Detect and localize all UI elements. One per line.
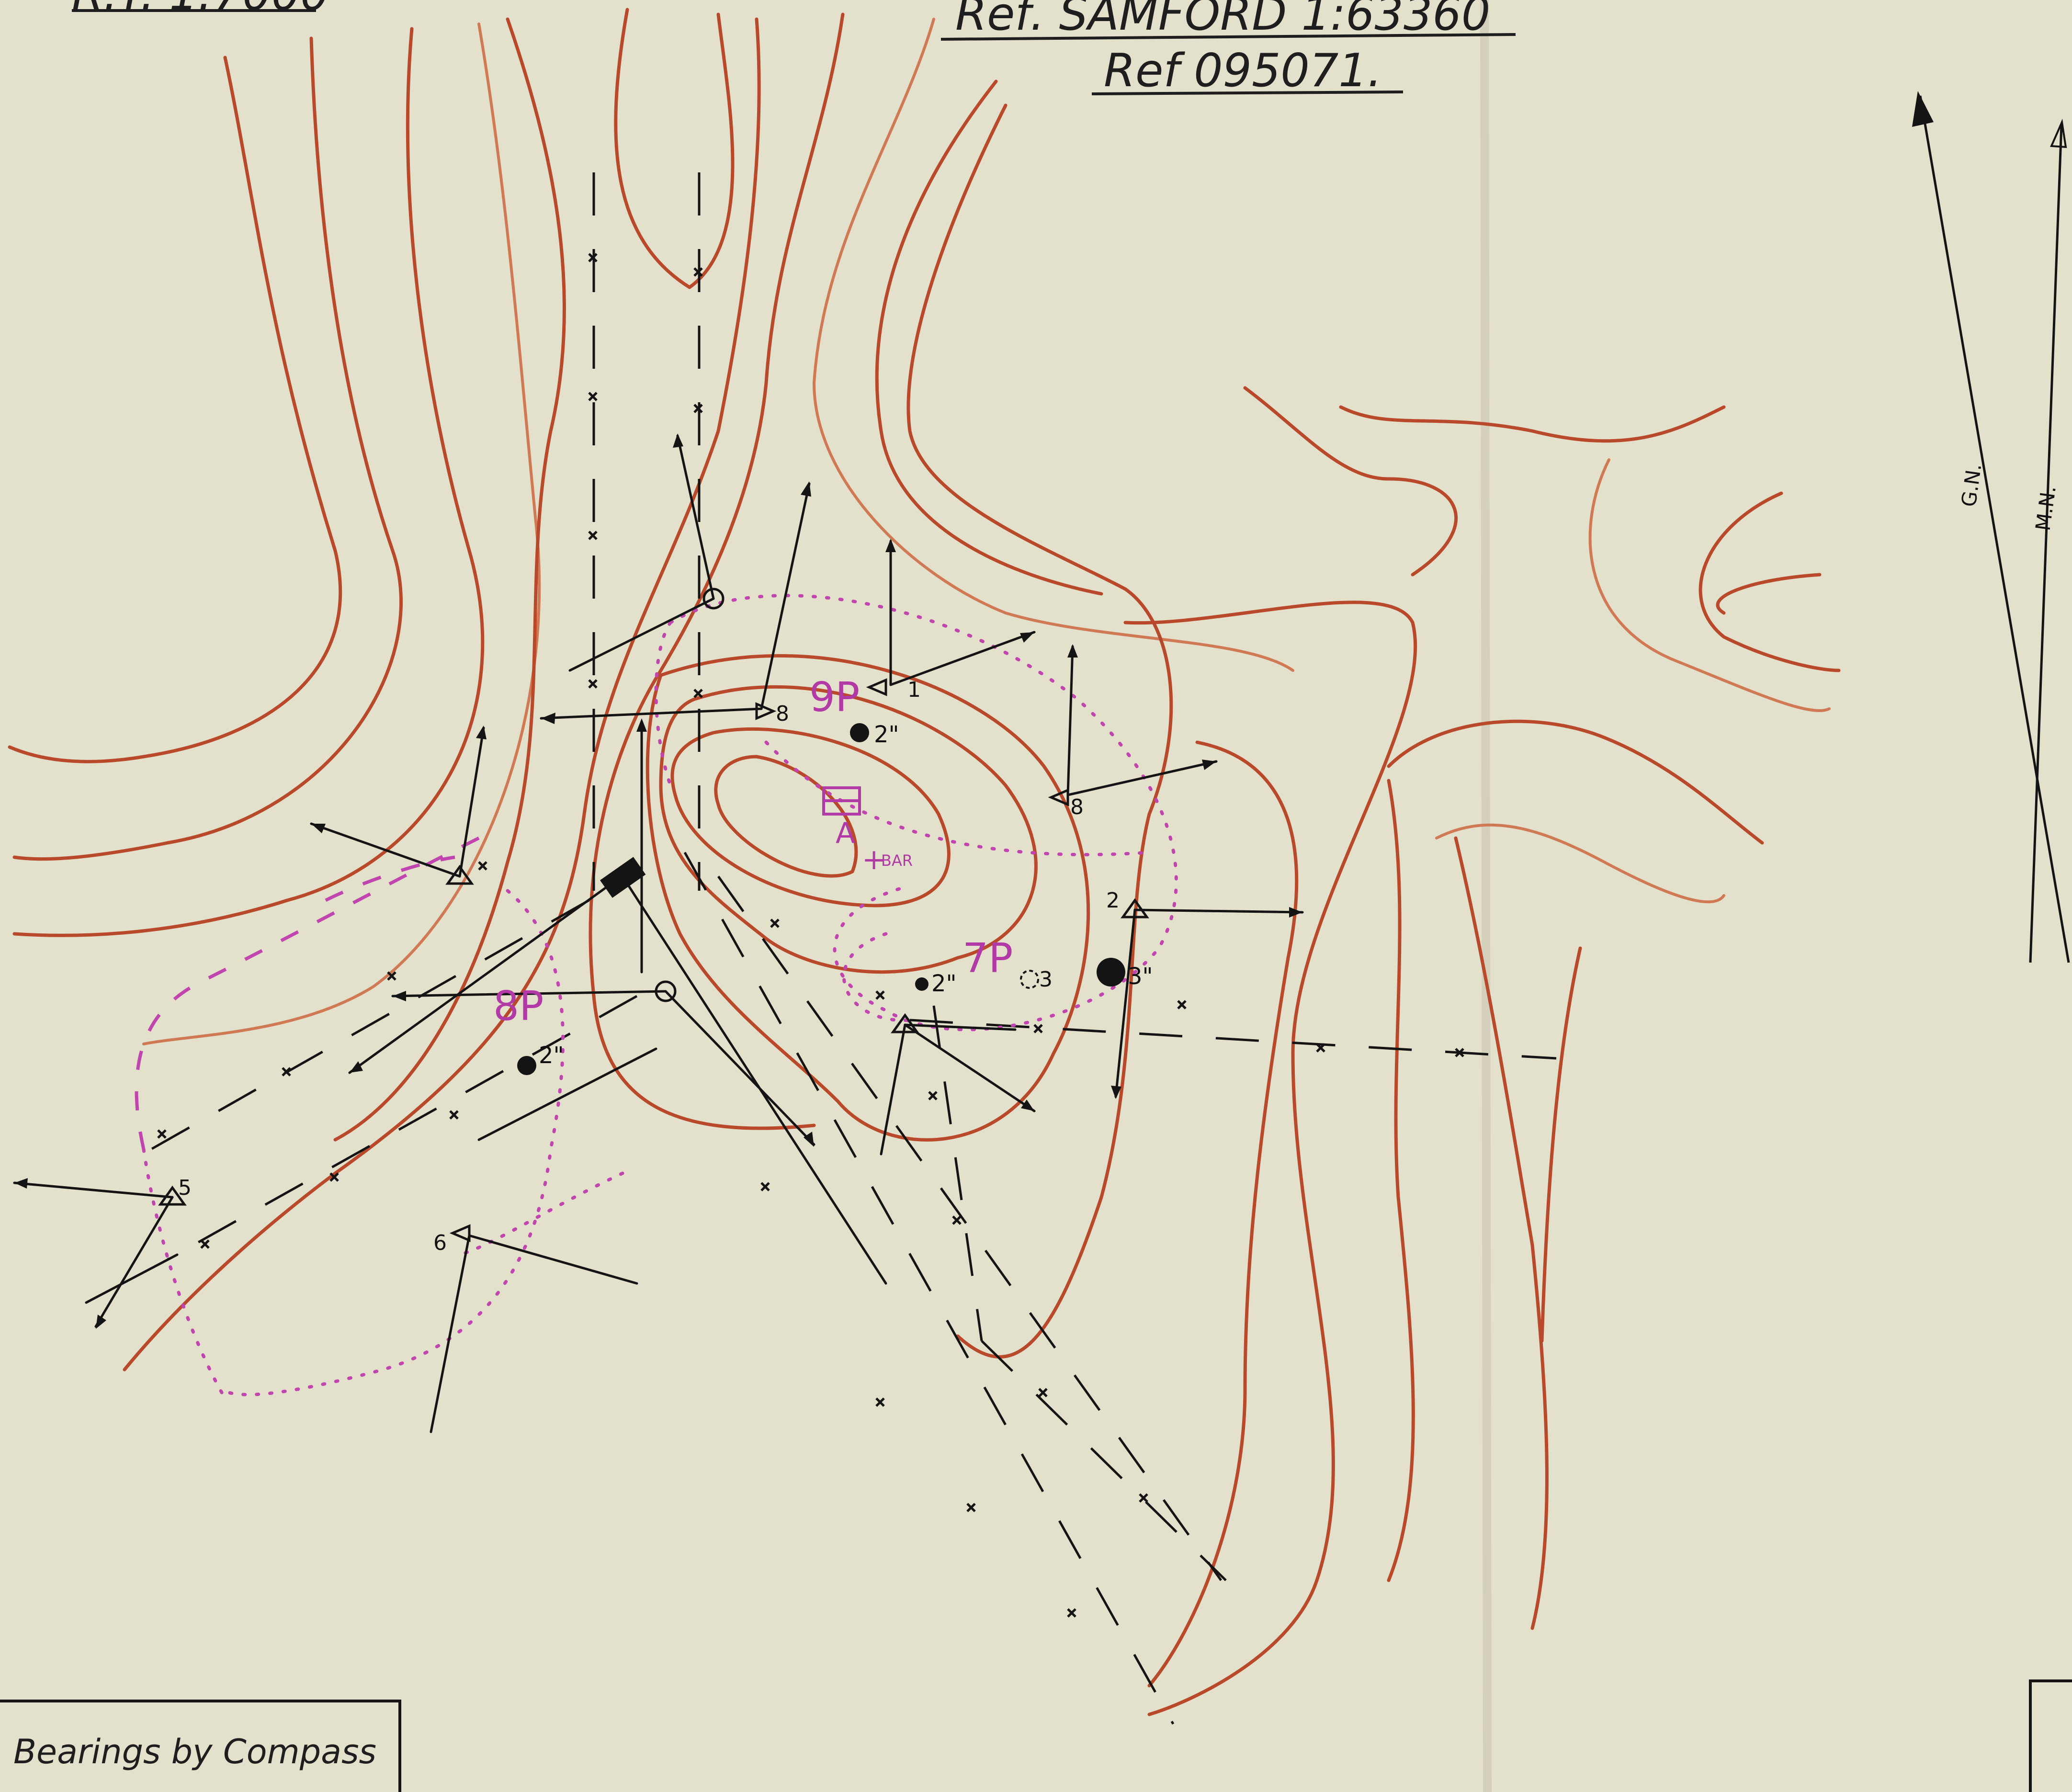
station-8a-label: 8 [776,702,789,726]
station-6-label: 6 [433,1231,447,1255]
magenta-boundaries [135,594,1178,1400]
station-1-label: 1 [907,678,921,702]
paper-fold [1480,0,1492,1792]
post-7-label: 7P [962,935,1013,982]
station-triangle-icon [891,1013,919,1033]
magnetic-north-arrow-icon [2050,118,2067,148]
legend-box [0,1700,401,1792]
bar-cross-icon: + [862,843,886,876]
post-8-label: 8P [493,983,543,1030]
bar-label: BAR [881,851,913,870]
tracks [133,172,1557,1725]
weapon-2in-label: 2" [874,721,899,748]
station-8b-label: 8 [1070,795,1084,819]
corner-box [2029,1679,2072,1792]
circle-station-icon [702,588,725,610]
weapon-pit-icon [1097,958,1125,987]
circle-station-icon [655,980,677,1002]
bearing-lines [13,434,1304,1433]
station-markers [158,588,1149,1242]
grid-north-arrow-icon [1912,91,1934,127]
station-6-triangle-icon [449,1224,471,1242]
weapon-2in-label: 2" [539,1042,564,1069]
station-8a-triangle-icon [755,702,777,720]
station-2-label: 2 [1106,888,1120,913]
vehicle-icon [600,857,646,898]
station-triangle-icon [445,864,474,885]
station-5-label: 5 [178,1176,192,1200]
legend-text: Bearings by Compass [13,1732,376,1771]
contour-lines [8,8,1841,1716]
station-labels: 8 1 8 2 3 5 6 [178,678,1120,1255]
post-9-label: 9P [809,674,860,721]
weapon-pit-icon [1020,970,1039,989]
station-2-triangle-icon [1121,898,1149,919]
hq-label: A [836,817,855,850]
station-8b-triangle-icon [1048,788,1069,806]
weapon-3in-label: 3" [1128,963,1153,990]
station-5-triangle-icon [158,1185,187,1206]
weapon-positions: 2" 2" 2" 3" [517,721,1153,1075]
weapon-pit-icon [850,723,869,742]
track-crosses [157,253,1464,1618]
weapon-pit-icon [915,977,928,991]
station-3-label: 3 [1039,967,1053,992]
map-sheet-reference: Ref. SAMFORD 1:63360 [955,0,1490,41]
grid-ref-underline [1091,91,1404,95]
bearing-arrowheads [14,433,1302,1329]
north-arrows: G.N. M.N. [1912,91,2070,963]
magenta-symbols: 9P 7P 8P A + BAR [493,674,1013,1030]
station-1-triangle-icon [866,678,887,696]
weapon-2in-label: 2" [931,970,957,997]
weapon-pit-icon [517,1056,536,1075]
grid-reference: Ref 095071. [1104,45,1382,97]
ref-underline [940,33,1516,41]
